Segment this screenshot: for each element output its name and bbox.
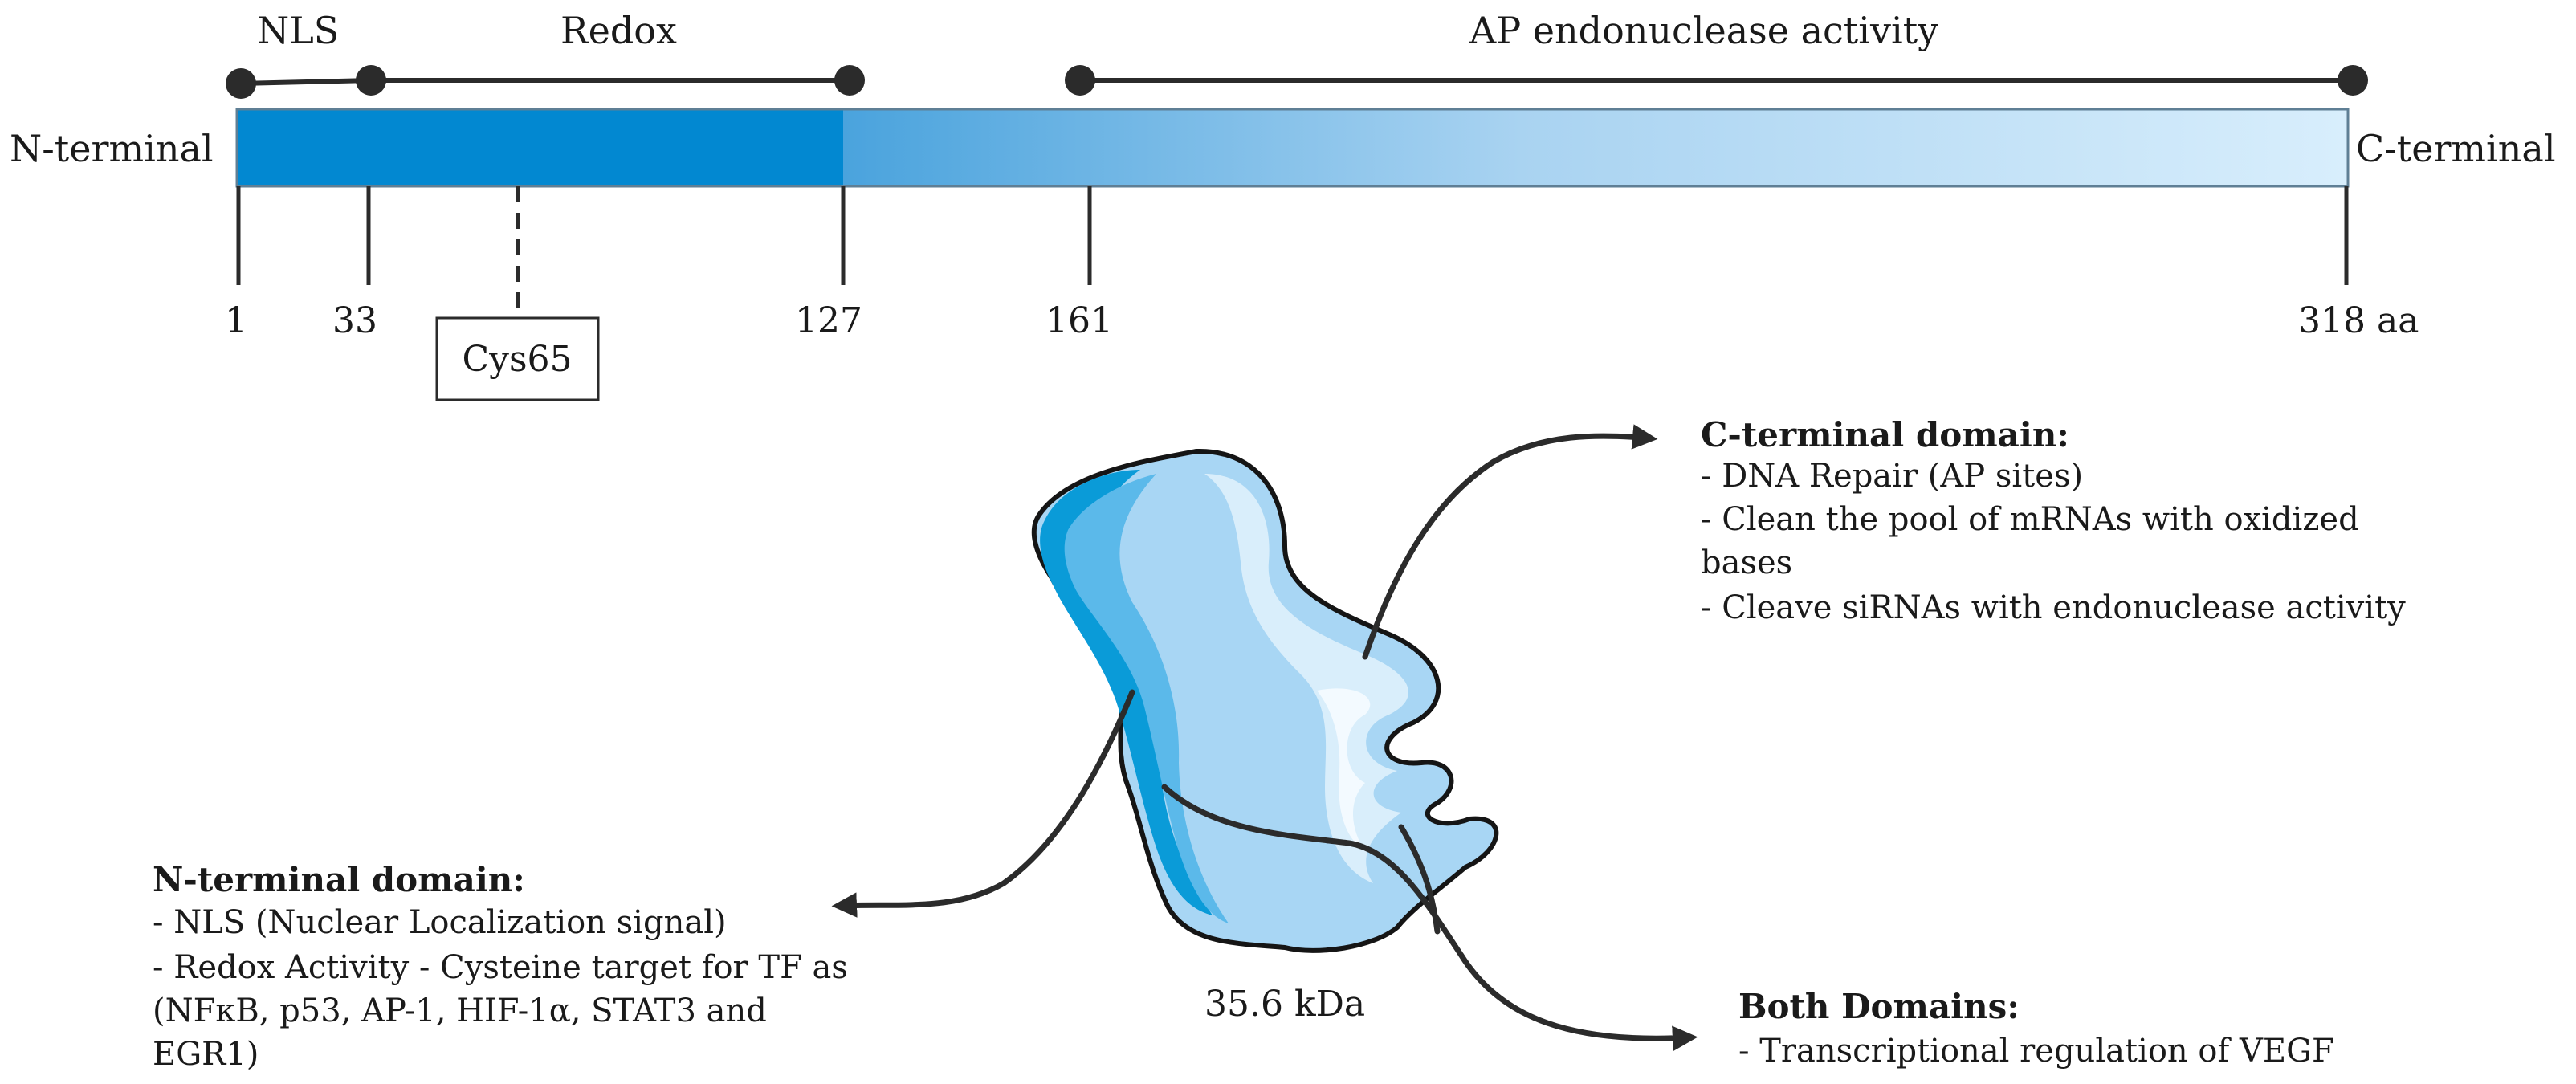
- n-terminal-item-2: - Redox Activity - Cysteine target for T…: [153, 949, 848, 986]
- ap-start-dot: [1065, 65, 1095, 96]
- pos-127-label: 127: [795, 300, 862, 341]
- n-domain-segment: [237, 109, 843, 186]
- bar-outline: [235, 108, 2350, 188]
- pos-161-label: 161: [1045, 300, 1113, 341]
- ap-end-dot: [2338, 65, 2368, 96]
- ap-endonuclease-label: AP endonuclease activity: [1469, 9, 1938, 52]
- c-terminal-label: C-terminal: [2356, 127, 2556, 170]
- n-terminal-item-2b: (NFκB, p53, AP-1, HIF-1α, STAT3 and: [153, 992, 767, 1029]
- c-terminal-item-1: - DNA Repair (AP sites): [1701, 458, 2083, 495]
- c-terminal-item-3: - Cleave siRNAs with endonuclease activi…: [1701, 589, 2406, 626]
- nls-start-dot: [226, 68, 256, 99]
- nls-end-dot: [356, 65, 386, 96]
- both-domains-annotation: Both Domains: - Transcriptional regulati…: [1738, 987, 2334, 1070]
- redox-label: Redox: [560, 9, 677, 52]
- protein-highlight-bright: [1317, 688, 1371, 851]
- c-terminal-title: C-terminal domain:: [1701, 415, 2069, 454]
- both-domains-item-1: - Transcriptional regulation of VEGF: [1738, 1033, 2334, 1070]
- n-terminal-item-2c: EGR1): [153, 1036, 259, 1073]
- cys65-label: Cys65: [462, 339, 572, 380]
- both-domains-title: Both Domains:: [1738, 987, 2020, 1026]
- pos-33-label: 33: [332, 300, 377, 341]
- protein-illustration: [1031, 448, 1499, 953]
- pos-318-label: 318 aa: [2298, 300, 2419, 341]
- arrow-to-c-terminal: [1362, 424, 1658, 660]
- n-terminal-title: N-terminal domain:: [153, 860, 525, 899]
- n-terminal-annotation: N-terminal domain: - NLS (Nuclear Locali…: [153, 860, 848, 1073]
- mass-label: 35.6 kDa: [1204, 984, 1365, 1025]
- protein-mid-edge: [1064, 474, 1229, 923]
- nls-label: NLS: [257, 9, 339, 52]
- arrow-to-both-domains: [1161, 784, 1698, 1051]
- pos-1-label: 1: [225, 300, 247, 341]
- arrow-to-n-terminal: [831, 689, 1135, 918]
- c-domain-segment: [843, 109, 2348, 186]
- arrow-both-branch: [1398, 824, 1441, 935]
- c-terminal-item-2b: bases: [1701, 544, 1792, 581]
- nls-connector: [240, 78, 372, 86]
- c-terminal-item-2: - Clean the pool of mRNAs with oxidized: [1701, 501, 2359, 538]
- domain-bar: NLS Redox AP endonuclease activity N-ter…: [10, 9, 2556, 401]
- cys65-box: [435, 316, 600, 401]
- n-terminal-item-1: - NLS (Nuclear Localization signal): [153, 904, 727, 941]
- c-terminal-annotation: C-terminal domain: - DNA Repair (AP site…: [1701, 415, 2406, 626]
- redox-end-dot: [834, 65, 865, 96]
- n-terminal-label: N-terminal: [10, 127, 214, 170]
